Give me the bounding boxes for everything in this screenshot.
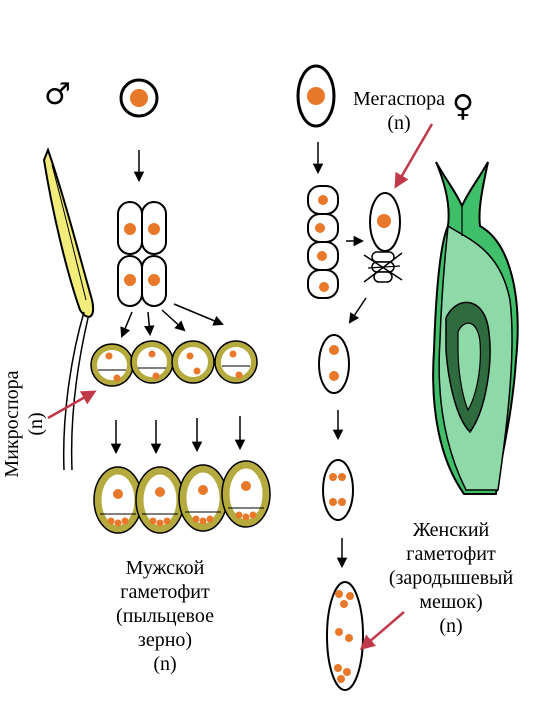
two-nucleate-stage bbox=[318, 334, 350, 394]
megaspore-label-line: Мегаспора bbox=[353, 88, 445, 110]
male-gametophyte-label: Мужской гаметофит (пыльцевое зерно) (n) bbox=[90, 556, 240, 676]
tetrad-split-arrows bbox=[120, 303, 224, 338]
microspore-label-line: (n) bbox=[25, 412, 47, 436]
microspore bbox=[130, 340, 174, 384]
female-gametophyte-label-line: мешок) bbox=[419, 591, 483, 613]
microspore-tetrad bbox=[117, 201, 167, 307]
female-gametophyte-label-line: (зародышевый bbox=[388, 567, 514, 589]
female-gametophyte-label-line: Женский bbox=[412, 519, 490, 541]
microspore-pointer-arrow bbox=[47, 390, 97, 420]
embryo-sac-pointer-arrow bbox=[359, 611, 405, 650]
pollen-grain bbox=[221, 460, 271, 528]
maturation-arrows bbox=[110, 416, 246, 455]
microspore bbox=[90, 343, 134, 387]
female-gametophyte-label-line: гаметофит bbox=[406, 543, 496, 565]
male-gametophyte-label-line: (n) bbox=[153, 653, 177, 675]
pollen-grain bbox=[178, 464, 228, 532]
female-symbol: ♀ bbox=[452, 89, 474, 124]
functional-megaspore bbox=[363, 192, 403, 283]
megaspore-label: Мегаспора (n) bbox=[340, 87, 458, 135]
male-gametophyte-label-line: (пыльцевое bbox=[116, 605, 214, 627]
microspore bbox=[214, 340, 258, 384]
anther-illustration bbox=[42, 147, 94, 471]
microspores-row bbox=[90, 340, 258, 387]
megaspore-label-line: (n) bbox=[387, 112, 411, 134]
pollen-grain bbox=[93, 466, 143, 534]
female-gametophyte-label-line: (n) bbox=[439, 615, 463, 637]
microspore-label-line: Микроспора bbox=[1, 370, 23, 478]
pollen-grains-row bbox=[93, 460, 271, 534]
flow-arrow bbox=[348, 297, 367, 324]
male-symbol: ♂ bbox=[44, 77, 71, 112]
ovule-illustration bbox=[432, 161, 519, 495]
microspore bbox=[171, 340, 215, 384]
four-nucleate-stage bbox=[322, 459, 354, 521]
male-gametophyte-label-line: гаметофит bbox=[120, 581, 210, 603]
microspore-label: Микроспора (n) bbox=[0, 364, 48, 484]
pollen-grain bbox=[135, 466, 185, 534]
embryo-sac bbox=[326, 581, 364, 691]
microspore-mother-cell bbox=[119, 78, 159, 118]
male-gametophyte-label-line: Мужской bbox=[125, 557, 205, 579]
male-gametophyte-label-line: зерно) bbox=[137, 629, 193, 651]
female-gametophyte-label: Женский гаметофит (зародышевый мешок) (n… bbox=[366, 518, 536, 638]
megaspore-tetrad bbox=[307, 185, 339, 299]
megaspore-pointer-arrow bbox=[394, 123, 434, 189]
megaspore-mother-cell bbox=[296, 64, 336, 128]
